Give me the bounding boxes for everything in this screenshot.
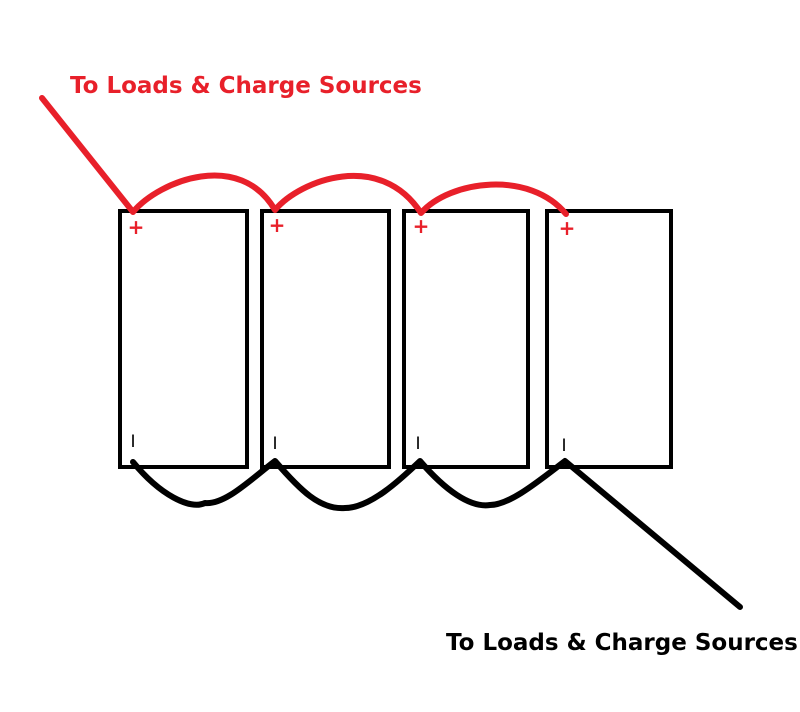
positive-terminal-3: + [413,214,430,238]
negative-terminal-1: I [130,432,135,452]
negative-wire [130,458,743,610]
battery-3 [402,209,530,469]
negative-terminal-4: I [561,436,566,456]
negative-lead-label: To Loads & Charge Sources [446,630,798,656]
battery-1 [118,209,249,469]
positive-lead-label: To Loads & Charge Sources [70,73,422,99]
negative-terminal-3: I [415,434,420,454]
positive-terminal-1: + [128,215,145,239]
negative-terminal-2: I [272,434,277,454]
battery-2 [260,209,391,469]
positive-terminal-2: + [269,213,286,237]
positive-wire [39,95,569,217]
positive-terminal-4: + [559,216,576,240]
battery-4 [545,209,673,469]
